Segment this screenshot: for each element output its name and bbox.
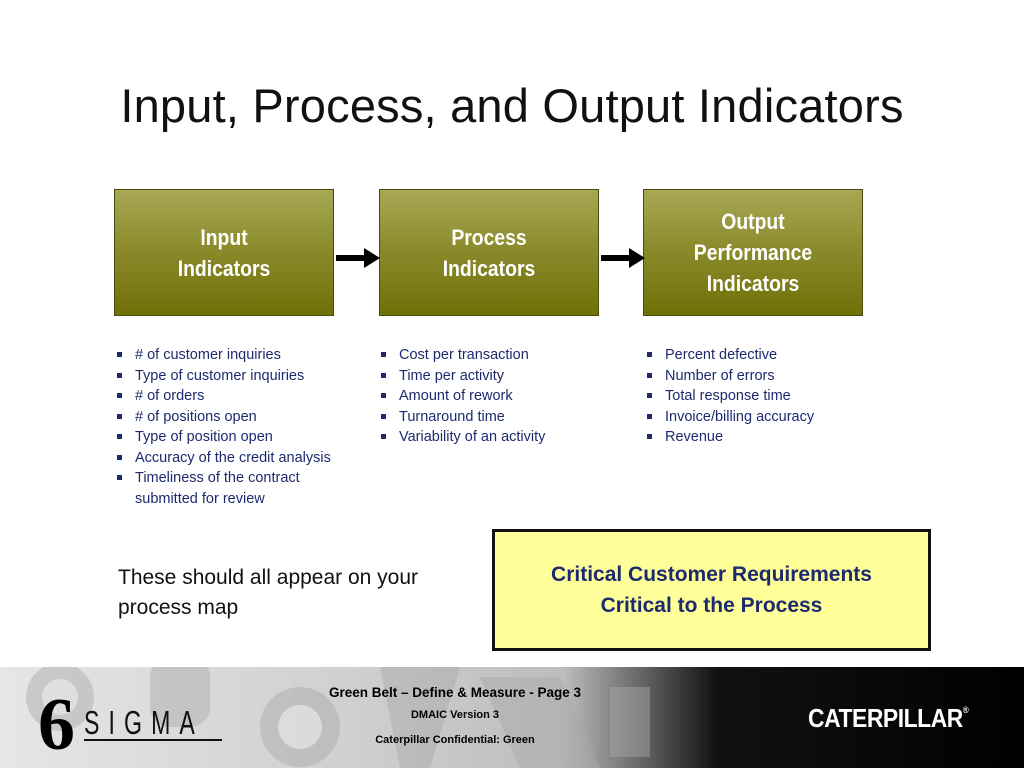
box-label-line: Indicators [177,255,271,281]
list-item: Percent defective [645,345,885,366]
list-item: # of positions open [115,407,370,428]
six-sigma-logo-number: 6 [38,684,75,766]
list-item: Turnaround time [379,407,619,428]
footer-version: DMAIC Version 3 [410,709,500,721]
input-indicators-list: # of customer inquiries Type of customer… [115,345,370,509]
six-sigma-logo-word: SIGMA [84,704,204,741]
footer-band [0,667,1024,768]
logo-underline [84,739,222,741]
arrow-right-icon [601,248,645,268]
slide-title: Input, Process, and Output Indicators [120,79,904,132]
output-indicators-list: Percent defective Number of errors Total… [645,345,885,448]
brand-name: CATERPILLAR [808,703,963,733]
box-label-line: Indicators [442,255,536,281]
ccr-line: Critical Customer Requirements [551,563,872,586]
list-item: # of customer inquiries [115,345,370,366]
list-item: Total response time [645,386,885,407]
registered-mark: ® [962,705,969,715]
list-item: Invoice/billing accuracy [645,407,885,428]
list-item: Type of customer inquiries [115,366,370,387]
critical-requirements-box: Critical Customer Requirements Critical … [492,529,931,651]
list-item: Variability of an activity [379,427,619,448]
list-item: Timeliness of the contract submitted for… [115,468,335,509]
list-item: # of orders [115,386,370,407]
sigma-watermark-graphic [26,667,650,768]
list-item: Number of errors [645,366,885,387]
input-indicators-box: Input Indicators [114,189,334,316]
process-indicators-box: Process Indicators [379,189,599,316]
box-label-line: Output [721,209,785,234]
list-item: Time per activity [379,366,619,387]
process-map-note: These should all appear on your process … [118,566,419,619]
list-item: Accuracy of the credit analysis [115,448,370,469]
process-indicators-list: Cost per transaction Time per activity A… [379,345,619,448]
list-item: Cost per transaction [379,345,619,366]
box-label-line: Performance [693,240,813,265]
ccr-line: Critical to the Process [600,594,823,617]
box-label-line: Indicators [706,271,800,296]
caterpillar-logo: CATERPILLAR® [808,703,969,734]
box-label-line: Process [451,224,527,250]
footer-confidential: Caterpillar Confidential: Green [375,734,535,746]
box-label-line: Input [200,224,248,250]
list-item: Type of position open [115,427,370,448]
arrow-right-icon [336,248,380,268]
footer-page-label: Green Belt – Define & Measure - Page 3 [328,685,582,700]
output-indicators-box: Output Performance Indicators [643,189,863,316]
list-item: Amount of rework [379,386,619,407]
list-item: Revenue [645,427,885,448]
